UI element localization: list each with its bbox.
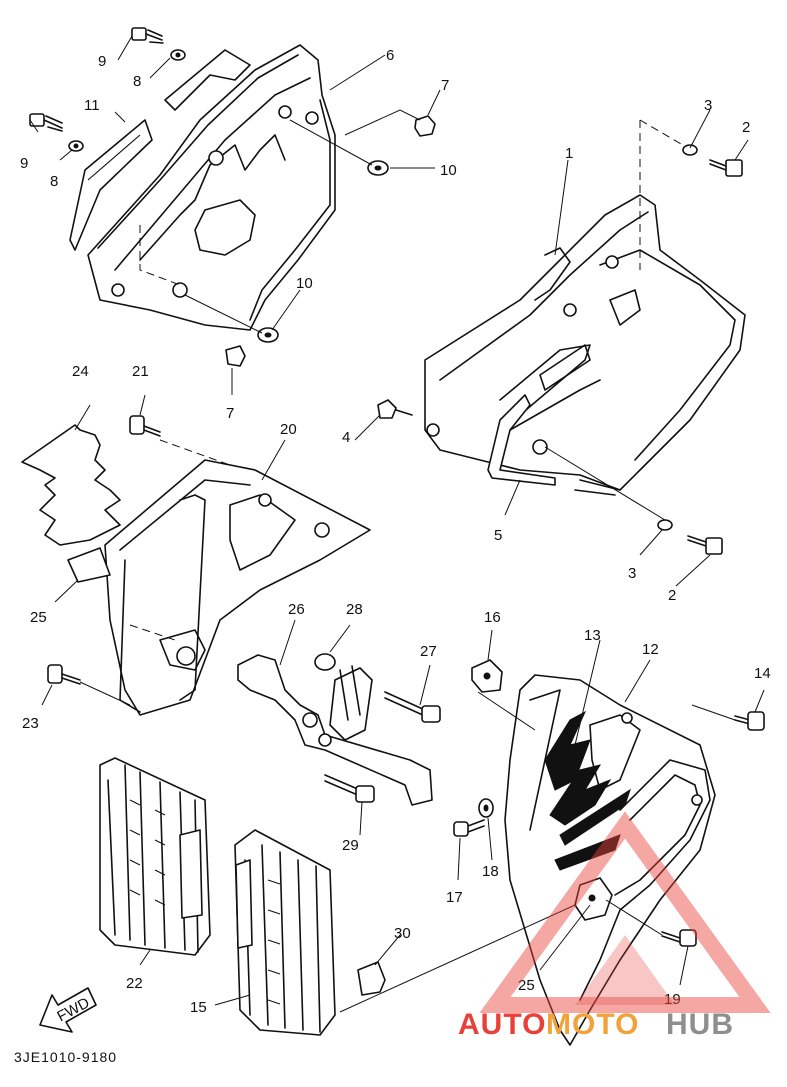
callout-29: 29 [342,837,359,854]
callout-24: 24 [72,363,89,380]
leader-lines [29,35,765,1013]
decal-13 [544,710,631,871]
radiator-louver-22 [99,757,211,956]
bracket-26 [237,654,433,806]
diagram-code: 3JE1010-9180 [14,1049,117,1065]
part-25-strip [67,547,111,583]
part-5-strip [487,394,556,486]
callout-3: 3 [704,97,712,114]
callout-9: 9 [98,53,106,70]
callout-10: 10 [296,275,313,292]
callout-labels: 9 8 11 9 8 6 7 10 10 7 3 2 1 4 5 3 2 24 … [20,47,771,1016]
grommet-7-lower [225,345,246,367]
callout-6: 6 [386,47,394,64]
bolt-2-lower [657,519,723,555]
callout-20: 20 [280,421,297,438]
callout-7: 7 [226,405,234,422]
callout-2: 2 [742,119,750,136]
side-cover-left [87,44,336,331]
clip-30 [357,961,386,996]
callout-4: 4 [342,429,350,446]
callout-26: 26 [288,601,305,618]
callout-11: 11 [84,97,100,114]
callout-5: 5 [494,527,502,544]
callout-23: 23 [22,715,39,732]
side-cover-right [424,119,746,496]
callout-25: 25 [30,609,47,626]
washer-10-lower [257,327,279,343]
callout-19: 19 [664,991,681,1008]
radiator-louver-15 [234,829,336,1036]
nut-28 [314,653,336,671]
washer-18 [478,798,494,818]
callout-15: 15 [190,999,207,1016]
part-11-strip [69,119,153,251]
watermark-logo [479,811,771,1013]
part-strip-top [164,49,251,111]
callout-17: 17 [446,889,463,906]
svg-text:MOTO: MOTO [546,1008,639,1041]
watermark-triangle-icon [479,811,771,1013]
callout-10: 10 [440,162,457,179]
fwd-arrow-icon [39,987,97,1033]
callout-25: 25 [518,977,535,994]
callout-22: 22 [126,975,143,992]
callout-16: 16 [484,609,501,626]
callout-18: 18 [482,863,499,880]
callout-1: 1 [565,145,573,162]
watermark-text: AUTO MOTO HUB [458,1008,734,1041]
callout-8: 8 [50,173,58,190]
callout-28: 28 [346,601,363,618]
grommet-4 [377,399,413,419]
callout-7: 7 [441,77,449,94]
number-plate-left [104,439,371,716]
bolt-9-upper [131,27,186,61]
svg-text:AUTO: AUTO [458,1008,546,1041]
callout-27: 27 [420,643,437,660]
callout-9: 9 [20,155,28,172]
washer-10-upper [367,160,389,176]
callout-21: 21 [132,363,149,380]
bolt-19 [661,929,697,947]
callout-14: 14 [754,665,771,682]
decal-24 [21,424,121,546]
callout-3: 3 [628,565,636,582]
bolt-9-lower [29,113,84,152]
callout-12: 12 [642,641,659,658]
bolt-23 [47,664,81,685]
callout-2: 2 [668,587,676,604]
clip-16 [471,659,503,693]
bolt-27 [384,691,441,723]
callout-30: 30 [394,925,411,942]
callout-8: 8 [133,73,141,90]
bolt-2-upper [682,144,743,177]
grommet-7-upper [414,115,436,137]
callout-13: 13 [584,627,601,644]
svg-text:HUB: HUB [666,1008,734,1041]
bolt-21 [129,415,161,437]
bolt-29 [324,774,375,803]
bolt-14 [734,711,765,731]
bolt-17 [453,819,485,837]
